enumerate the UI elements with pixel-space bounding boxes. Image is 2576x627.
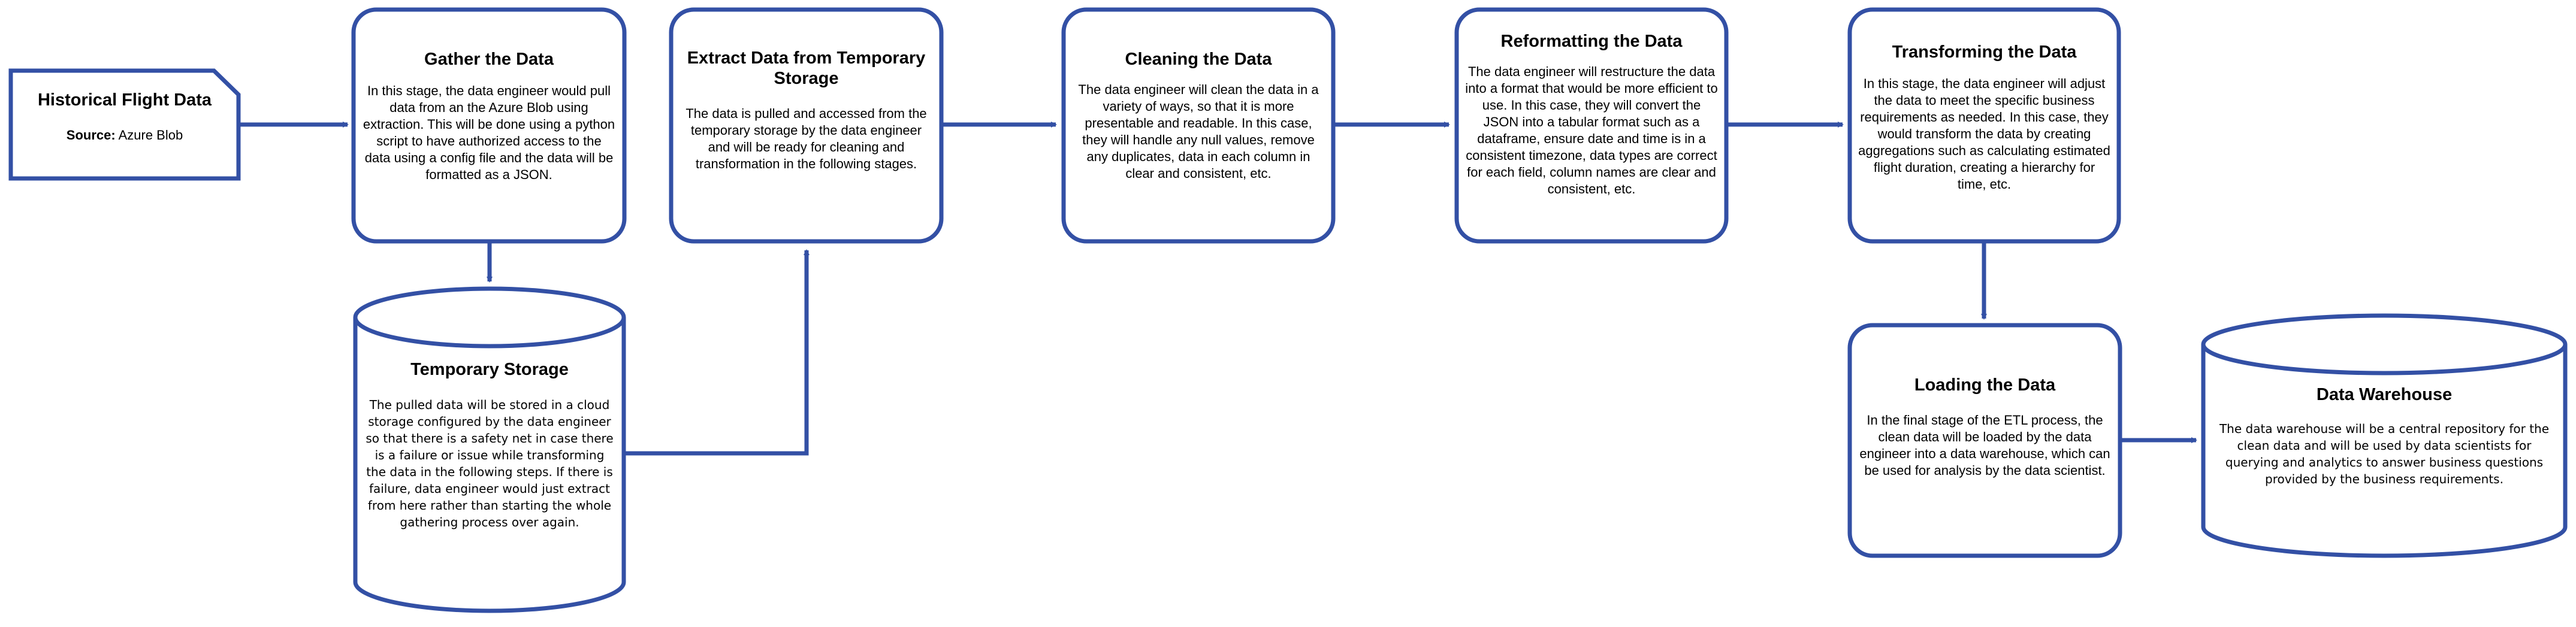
- transforming-title: Transforming the Data: [1892, 43, 2077, 62]
- extract-box: [669, 7, 944, 244]
- cleaning-box: [1061, 7, 1336, 244]
- reformatting-description: The data engineer will restructure the d…: [1465, 64, 1718, 196]
- loading-title: Loading the Data: [1914, 375, 2056, 395]
- extract-node: Extract Data from Temporary Storage The …: [680, 48, 932, 172]
- extract-description: The data is pulled and accessed from the…: [685, 106, 927, 171]
- reformatting-box: [1454, 7, 1729, 244]
- loading-node: Loading the Data In the final stage of t…: [1859, 375, 2111, 479]
- loading-box: [1847, 323, 2122, 558]
- source-caption: Source: Azure Blob: [67, 127, 183, 144]
- warehouse-title: Data Warehouse: [2316, 385, 2453, 404]
- gather-description: In this stage, the data engineer would p…: [363, 83, 615, 182]
- source-node: Historical Flight Data Source: Azure Blo…: [18, 90, 231, 144]
- temp-storage-title: Temporary Storage: [410, 360, 569, 379]
- warehouse-node: Data Warehouse The data warehouse will b…: [2217, 384, 2551, 487]
- extract-title: Extract Data from Temporary Storage: [687, 49, 926, 88]
- cleaning-node: Cleaning the Data The data engineer will…: [1071, 49, 1325, 182]
- loading-description: In the final stage of the ETL process, t…: [1859, 413, 2110, 478]
- gather-node: Gather the Data In this stage, the data …: [363, 49, 615, 183]
- temp-storage-cylinder-top: [353, 286, 626, 349]
- connectors: [238, 122, 2197, 456]
- reformatting-node: Reformatting the Data The data engineer …: [1464, 31, 1719, 198]
- warehouse-cylinder-top: [2201, 313, 2568, 375]
- warehouse-description: The data warehouse will be a central rep…: [2219, 422, 2550, 486]
- transforming-description: In this stage, the data engineer will ad…: [1858, 76, 2110, 192]
- source-title: Historical Flight Data: [37, 90, 212, 110]
- source-value: Azure Blob: [118, 128, 183, 143]
- transforming-box: [1847, 7, 2121, 244]
- transforming-node: Transforming the Data In this stage, the…: [1858, 42, 2111, 193]
- temp-storage-description: The pulled data will be stored in a clou…: [366, 398, 614, 529]
- shapes: [8, 7, 2568, 613]
- source-shape: [8, 68, 241, 181]
- temp-storage-cylinder-body: [353, 317, 626, 613]
- source-label: Source:: [66, 128, 116, 143]
- cleaning-description: The data engineer will clean the data in…: [1078, 82, 1319, 181]
- arrow-temp-storage-to-extract: [623, 249, 810, 456]
- gather-box: [351, 7, 627, 244]
- gather-title: Gather the Data: [424, 50, 554, 69]
- warehouse-cylinder-body: [2201, 344, 2568, 558]
- temp-storage-node: Temporary Storage The pulled data will b…: [366, 359, 614, 531]
- cleaning-title: Cleaning the Data: [1125, 50, 1272, 69]
- reformatting-title: Reformatting the Data: [1500, 32, 1683, 51]
